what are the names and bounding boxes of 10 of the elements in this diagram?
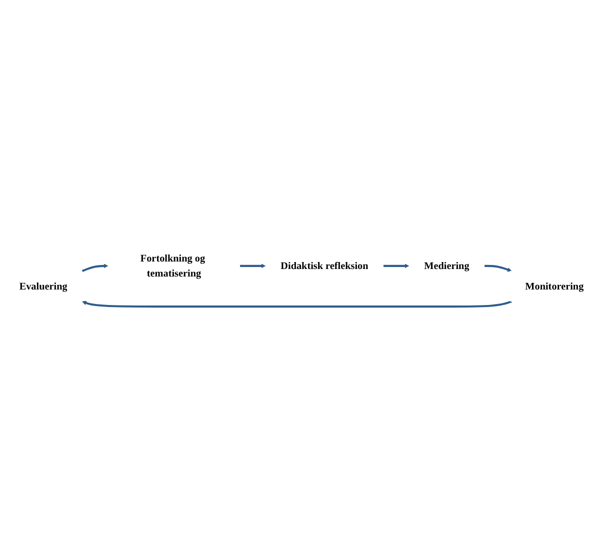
node-text: Mediering xyxy=(424,260,470,272)
node-text: Monitorering xyxy=(525,280,584,292)
arrow xyxy=(484,265,512,272)
node-text: Fortolkning og tematisering xyxy=(140,252,206,280)
arrow xyxy=(384,264,410,268)
arrow xyxy=(240,264,266,268)
node-text: Evaluering xyxy=(19,280,68,292)
node-text: Didaktisk refleksion xyxy=(280,260,368,272)
arrow xyxy=(82,264,108,272)
arrow xyxy=(82,300,512,308)
